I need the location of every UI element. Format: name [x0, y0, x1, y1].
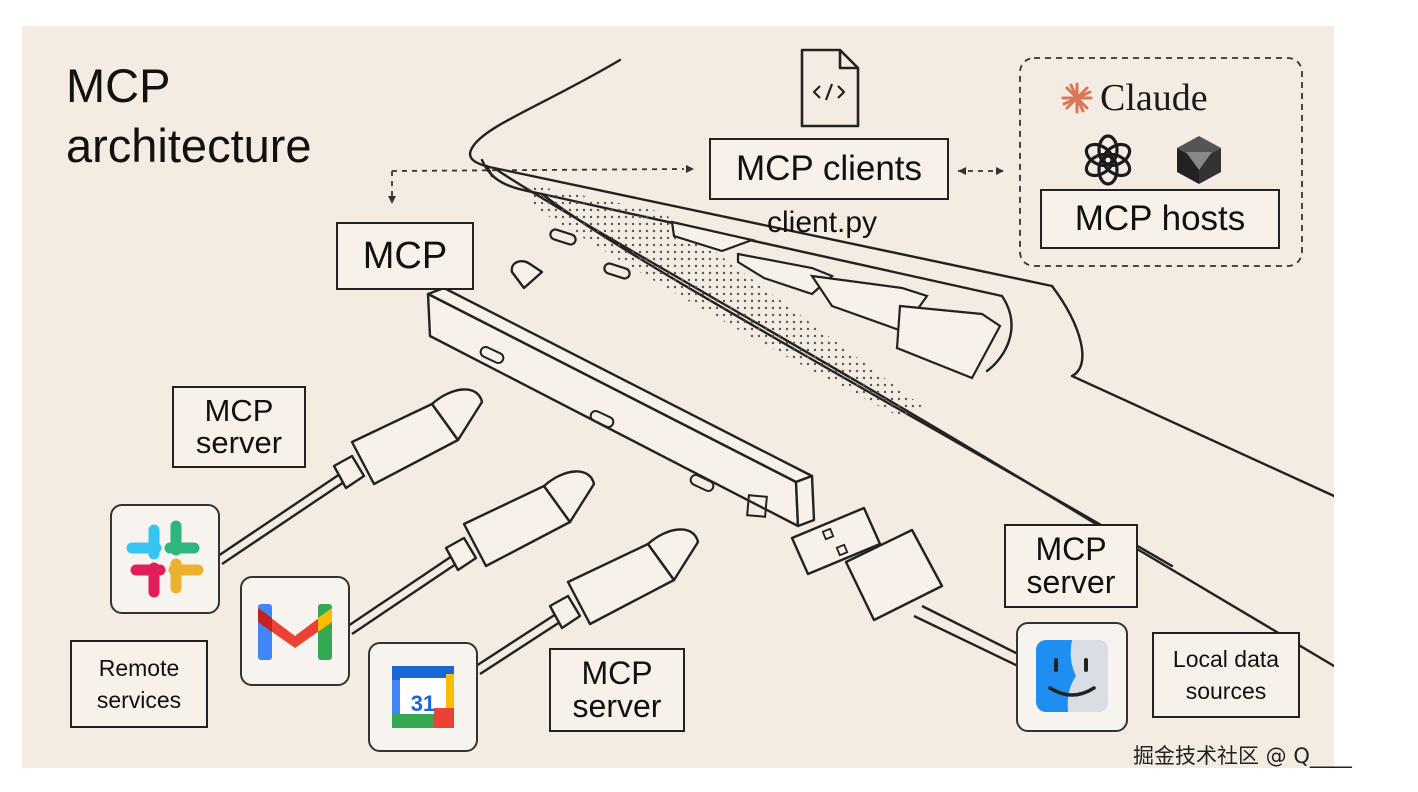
remote-services-line-2: services — [96, 687, 182, 713]
slack-icon — [126, 520, 204, 598]
laptop-port — [549, 228, 577, 246]
mcp-server-label-top: MCP server — [172, 386, 306, 468]
local-data-line-2: sources — [1185, 678, 1267, 704]
diagram-title: MCP architecture — [66, 56, 312, 176]
mcp-clients-text: MCP clients — [735, 149, 923, 188]
gmail-icon — [258, 604, 332, 660]
usb-a-pins — [821, 527, 849, 557]
server-top-line-1: MCP — [204, 393, 274, 428]
arrowheads — [388, 165, 1004, 204]
watermark: 掘金技术社区 @ Q____ — [1133, 744, 1352, 768]
hub-ports — [479, 346, 768, 518]
cube-icon — [1177, 136, 1221, 184]
finder-tile — [1016, 622, 1128, 732]
mcp-server-label-right: MCP server — [1004, 524, 1138, 608]
claude-wordmark: Claude — [1100, 77, 1208, 119]
diagram-canvas: MCP architecture MCP clients client.py M… — [22, 26, 1334, 768]
mcp-clients-label: MCP clients — [709, 138, 949, 200]
mcp-hosts-text: MCP hosts — [1074, 199, 1246, 238]
keyboard-keys — [670, 220, 1002, 380]
openai-icon — [1084, 134, 1132, 186]
remote-services-label: Remote services — [70, 640, 208, 728]
local-data-sources-label: Local data sources — [1152, 632, 1300, 718]
usb-c-cables — [217, 388, 1023, 676]
code-file-icon — [800, 48, 860, 128]
laptop-port — [603, 262, 631, 280]
calendar-tile: 31 — [368, 642, 478, 752]
local-data-line-1: Local data — [1172, 646, 1280, 672]
calendar-day-number: 31 — [411, 691, 435, 716]
mcp-text: MCP — [362, 234, 448, 277]
google-calendar-icon: 31 — [392, 666, 454, 728]
hosts-group-outline — [1019, 57, 1303, 267]
dashed-connectors — [391, 168, 1004, 196]
client-file-label: client.py — [767, 206, 878, 239]
server-top-line-2: server — [195, 425, 283, 460]
server-bottom-line-1: MCP — [581, 655, 653, 691]
mcp-hosts-label: MCP hosts — [1040, 189, 1280, 249]
mcp-server-label-bottom: MCP server — [549, 648, 685, 732]
title-line-2: architecture — [66, 119, 312, 172]
gmail-tile — [240, 576, 350, 686]
remote-services-line-1: Remote — [98, 655, 180, 681]
finder-icon — [1036, 640, 1108, 712]
title-line-1: MCP — [66, 59, 171, 112]
usb-hub — [426, 260, 816, 528]
diagram-artwork — [217, 48, 1334, 676]
claude-spark-icon — [1061, 82, 1093, 114]
server-bottom-line-2: server — [572, 688, 662, 724]
claude-logo: Claude — [1060, 76, 1208, 120]
slack-tile — [110, 504, 220, 614]
server-right-line-2: server — [1026, 564, 1116, 600]
mcp-label: MCP — [336, 222, 474, 290]
laptop-edge — [985, 294, 1013, 373]
server-right-line-1: MCP — [1035, 531, 1107, 567]
speaker-grille — [527, 184, 922, 418]
